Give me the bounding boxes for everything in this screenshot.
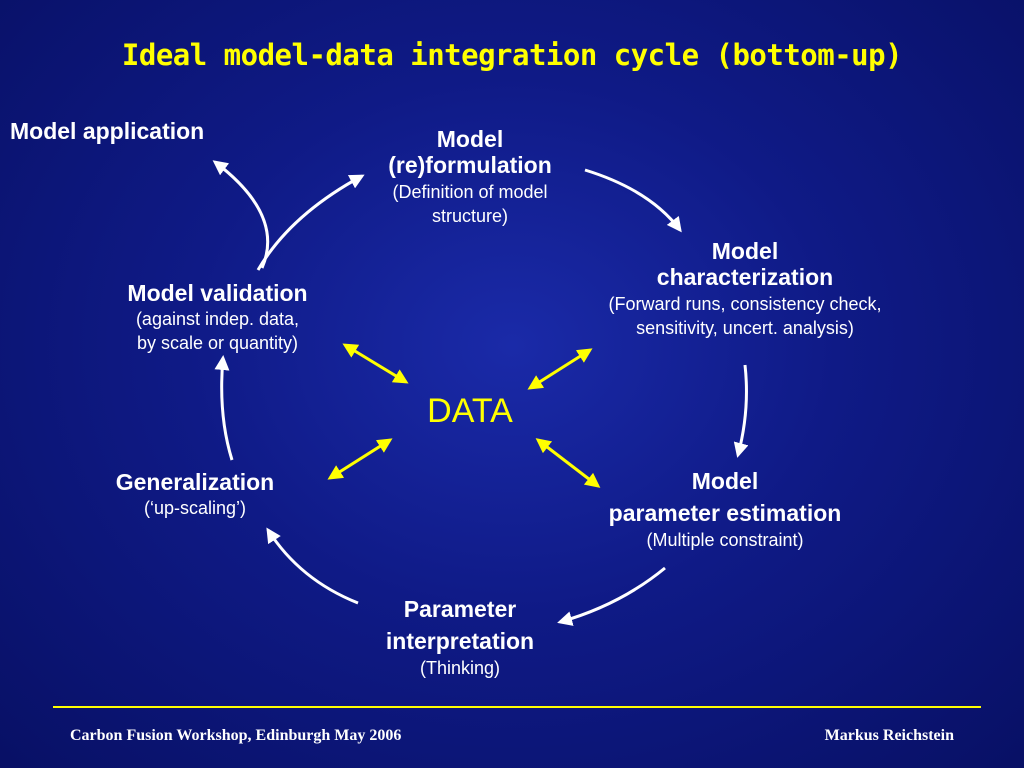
node-heading: Model [711, 238, 779, 264]
arrow-generalization-to-validation [214, 355, 234, 461]
node-heading: parameter estimation [608, 500, 842, 527]
node-subtext: structure) [431, 205, 509, 226]
node-subtext: (‘up-scaling’) [143, 498, 247, 519]
node-heading: Model [436, 126, 504, 152]
data-arrow-parameter-estimation [535, 438, 601, 488]
node-heading: (re)formulation [388, 152, 552, 179]
arrow-characterization-to-parameter-estimation [733, 364, 749, 458]
arrow-parameter-estimation-to-interpretation [557, 566, 666, 626]
node-subtext: by scale or quantity) [136, 333, 299, 354]
arrow-validation-to-reformulation [256, 174, 365, 271]
data-arrow-characterization [527, 348, 593, 390]
node-generalization: Generalization (‘up-scaling’) [80, 469, 310, 522]
arrow-validation-to-application [212, 160, 270, 269]
node-model-application: Model application [10, 118, 260, 144]
arrow-interpretation-to-generalization [266, 527, 359, 605]
node-heading: Generalization [115, 469, 275, 495]
data-arrow-generalization [327, 438, 393, 480]
node-heading: Model validation [127, 280, 308, 306]
footer-event: Carbon Fusion Workshop, Edinburgh May 20… [70, 727, 402, 744]
node-subtext: (Multiple constraint) [646, 529, 804, 550]
node-subtext: sensitivity, uncert. analysis) [636, 317, 854, 338]
node-heading: characterization [656, 264, 834, 291]
node-model-characterization: Model characterization (Forward runs, co… [555, 238, 935, 339]
node-subtext: (Definition of model [392, 181, 548, 202]
node-heading: interpretation [385, 628, 535, 655]
node-model-validation: Model validation (against indep. data, b… [90, 280, 345, 355]
node-heading: Parameter [403, 596, 517, 622]
data-arrow-validation [342, 343, 409, 384]
node-subtext: (Forward runs, consistency check, [608, 293, 882, 314]
node-subtext: (against indep. data, [135, 309, 300, 330]
node-heading: Model application [10, 118, 205, 144]
node-subtext: (Thinking) [419, 657, 501, 678]
slide-title: Ideal model-data integration cycle (bott… [121, 38, 903, 72]
arrow-reformulation-to-characterization [584, 168, 682, 233]
node-model-parameter-estimation: Model parameter estimation (Multiple con… [560, 468, 890, 554]
node-model-reformulation: Model (re)formulation (Definition of mod… [350, 126, 590, 227]
footer-divider [53, 706, 981, 708]
footer-author: Markus Reichstein [824, 727, 954, 744]
data-center-label: DATA [427, 392, 513, 430]
node-heading: Model [691, 468, 759, 494]
node-parameter-interpretation: Parameter interpretation (Thinking) [340, 596, 580, 682]
